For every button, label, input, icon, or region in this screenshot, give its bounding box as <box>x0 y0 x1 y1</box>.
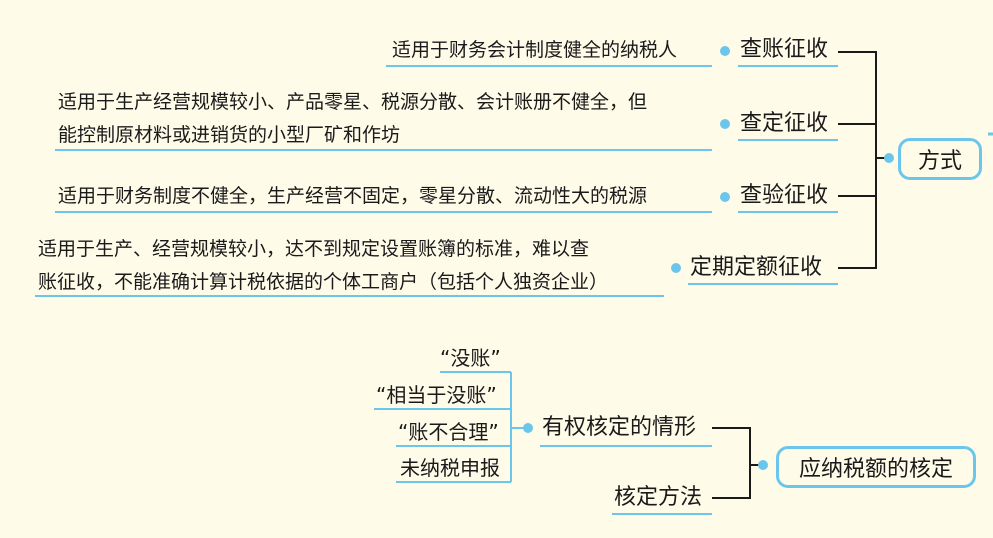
branch-assessment-methods: 核定方法 <box>614 485 703 510</box>
case-no-tax-filing: 未纳税申报 <box>400 456 500 480</box>
dot <box>720 46 730 56</box>
method-fixed-quota-collection: 定期定额征收 <box>690 255 823 280</box>
dot <box>523 423 533 433</box>
desc-verified-collection: 适用于生产经营规模较小、产品零星、税源分散、会计账册不健全，但 能控制原材料或进… <box>58 91 648 146</box>
dot <box>720 119 730 129</box>
case-no-books: “没账” <box>440 346 501 370</box>
dot <box>720 192 730 202</box>
branch-authorized-cases: 有权核定的情形 <box>542 415 697 440</box>
method-verified-collection: 查定征收 <box>740 111 829 136</box>
case-books-unreasonable: “账不合理” <box>398 420 499 444</box>
desc-audit-collection: 适用于财务会计制度健全的纳税人 <box>392 39 678 61</box>
method-audit-collection: 查账征收 <box>740 37 829 62</box>
case-equivalent-no-books: “相当于没账” <box>376 383 497 407</box>
dot <box>758 460 768 470</box>
desc-fixed-quota-collection: 适用于生产、经营规模较小，达不到规定设置账簿的标准，难以查 账征收，不能准确计算… <box>38 238 609 293</box>
root-tax-assessment-box: 应纳税额的核定 <box>776 446 976 488</box>
dot <box>671 263 681 273</box>
method-inspection-collection: 查验征收 <box>740 183 829 208</box>
root-methods-box: 方式 <box>898 138 982 180</box>
dot <box>884 153 894 163</box>
desc-inspection-collection: 适用于财务制度不健全，生产经营不固定，零星分散、流动性大的税源 <box>58 185 648 207</box>
